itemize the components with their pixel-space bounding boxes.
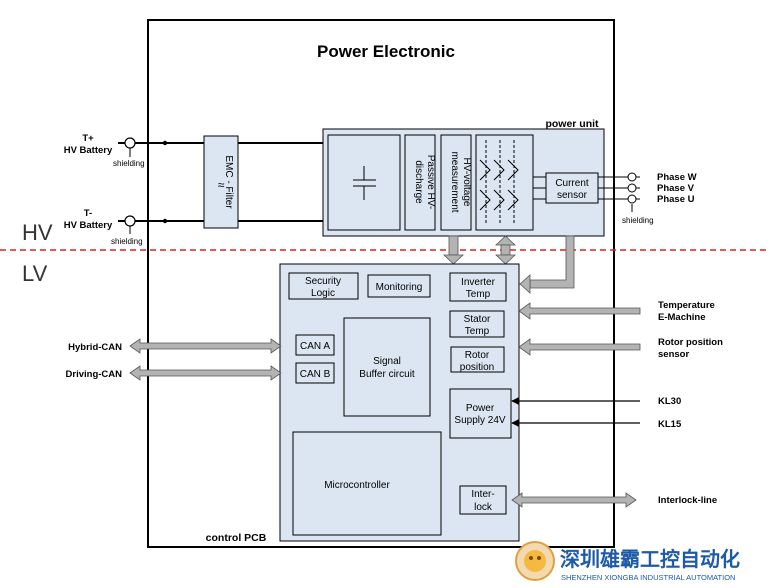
inverter-bidirectional-link [494, 235, 517, 265]
hybrid-can-arrow [129, 338, 282, 354]
security-logic-label-1: Security [305, 276, 341, 287]
emc-filter-label: EMC - Filter [223, 155, 234, 209]
can-b-label: CAN B [300, 369, 331, 380]
signal-buffer-label-2: Buffer circuit [359, 369, 415, 380]
stator-temp-box [449, 310, 505, 338]
kl30-label: KL30 [658, 396, 681, 407]
rotor-position-label-2: position [460, 362, 494, 373]
microcontroller-label: Microcontroller [324, 480, 390, 491]
temperature-arrow [518, 302, 641, 320]
watermark-logo-icon [515, 541, 555, 581]
rotor-position-box [450, 346, 505, 373]
emc-filter-box [203, 135, 239, 229]
kl15-label: KL15 [658, 419, 682, 430]
phase-u-connector-icon [627, 194, 637, 204]
microcontroller-box [292, 431, 442, 536]
phase-u-label: Phase U [657, 194, 695, 205]
power-supply-box [449, 388, 512, 439]
page-title: Power Electronic [317, 42, 455, 61]
inverter-switches-icon [479, 140, 519, 225]
hv-measurement-label-1: HV-voltage [461, 158, 472, 207]
passive-discharge-label-1: Passive HV- [425, 155, 436, 209]
interlock-line-label: Interlock-line [658, 495, 717, 506]
hv-minus-shielding-label: shielding [111, 237, 143, 246]
rotor-sensor-arrow [518, 338, 641, 356]
signal-buffer-box [343, 317, 431, 417]
interlock-label-2: lock [474, 502, 493, 513]
rotor-sensor-label-1: Rotor position [658, 337, 723, 348]
security-logic-box [288, 272, 359, 300]
monitoring-label: Monitoring [376, 282, 423, 293]
hv-plus-label-2: HV Battery [64, 145, 113, 156]
rotor-sensor-label-2: sensor [658, 349, 689, 360]
hv-plus-label-1: T+ [82, 133, 94, 144]
temperature-label-1: Temperature [658, 300, 715, 311]
phase-v-label: Phase V [657, 183, 695, 194]
emc-filter-icon: ≈ [218, 178, 225, 192]
inverter-temp-box [449, 272, 507, 302]
power-unit-label: power unit [545, 118, 599, 130]
phase-shielding-label: shielding [622, 216, 654, 225]
stator-temp-label-2: Temp [465, 326, 490, 337]
monitoring-box [367, 274, 431, 298]
passive-discharge-label-2: discharge [413, 160, 424, 204]
interlock-line-arrow [511, 492, 637, 508]
hv-minus-label-2: HV Battery [64, 220, 113, 231]
hv-measurement-link [442, 235, 465, 265]
hv-measurement-box [440, 134, 472, 231]
lv-zone-label: LV [22, 261, 48, 286]
can-a-label: CAN A [300, 341, 330, 352]
dc-link-capacitor-box [327, 134, 401, 231]
hv-minus-label-1: T- [84, 208, 92, 219]
watermark-en: SHENZHEN XIONGBA INDUSTRIAL AUTOMATION [561, 573, 735, 582]
inverter-bridge-box [475, 134, 534, 231]
watermark-cn: 深圳雄霸工控自动化 [560, 547, 740, 571]
phase-v-connector-icon [627, 183, 637, 193]
can-a-box [295, 334, 335, 356]
hv-measurement-label-2: measurement [449, 151, 460, 212]
current-sensor-link [519, 235, 575, 294]
hv-zone-label: HV [22, 220, 53, 245]
signal-buffer-label-1: Signal [373, 356, 401, 367]
driving-can-arrow [129, 365, 282, 381]
security-logic-label-2: Logic [311, 288, 335, 299]
hybrid-can-label: Hybrid-CAN [68, 342, 122, 353]
temperature-label-2: E-Machine [658, 312, 706, 323]
control-pcb-label: control PCB [206, 532, 267, 544]
inverter-temp-label-1: Inverter [461, 277, 496, 288]
current-sensor-label-2: sensor [557, 190, 588, 201]
hv-plus-junction [162, 140, 168, 146]
driving-can-label: Driving-CAN [66, 369, 123, 380]
phase-w-label: Phase W [657, 172, 697, 183]
stator-temp-label-1: Stator [464, 314, 491, 325]
power-supply-label-1: Power [466, 403, 495, 414]
interlock-box [459, 485, 507, 515]
current-sensor-label-1: Current [555, 178, 589, 189]
can-b-box [295, 362, 335, 384]
hv-plus-shielding-label: shielding [113, 159, 145, 168]
rotor-position-label-1: Rotor [465, 350, 490, 361]
interlock-label-1: Inter- [471, 489, 494, 500]
power-supply-label-2: Supply 24V [454, 415, 505, 426]
power-electronic-frame [147, 19, 615, 548]
hv-plus-connector-icon [124, 137, 136, 149]
inverter-temp-label-2: Temp [466, 289, 491, 300]
hv-minus-junction [162, 218, 168, 224]
hv-minus-connector-icon [124, 215, 136, 227]
phase-w-connector-icon [627, 172, 637, 182]
passive-discharge-box [404, 134, 436, 231]
